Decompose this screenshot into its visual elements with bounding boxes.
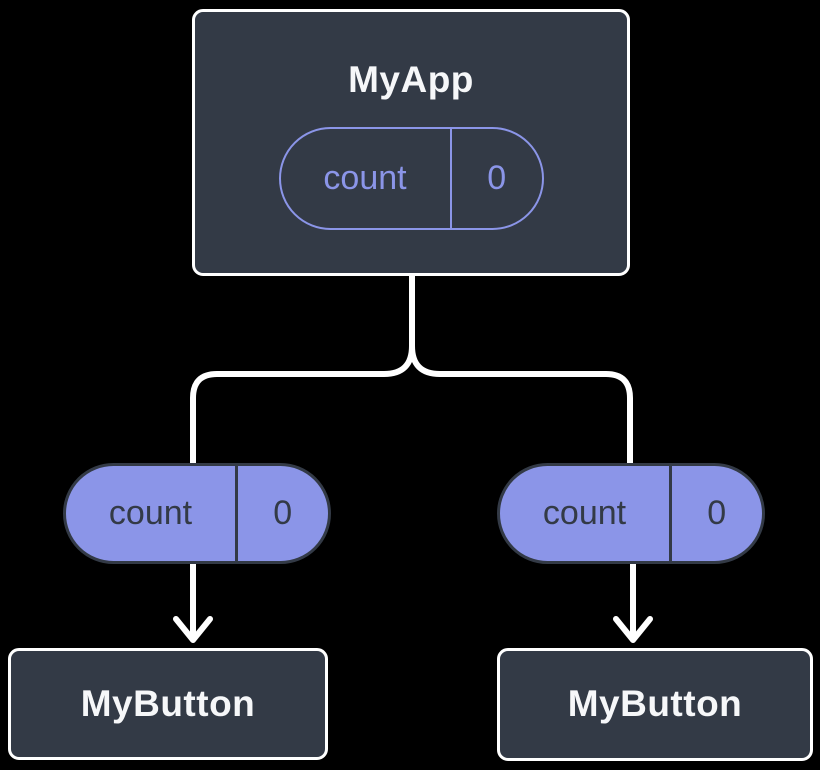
fork-wire-right (409, 273, 633, 466)
state-name-label: count (323, 158, 407, 197)
left-arrow-down-icon (173, 616, 213, 643)
pill-divider (669, 466, 672, 561)
component-title: MyApp (348, 59, 474, 100)
prop-name-label: count (108, 494, 193, 532)
right-prop-pill: count 0 (497, 463, 765, 564)
myapp-component-node: MyApp count 0 (192, 9, 630, 276)
right-mybutton-component-node: MyButton (497, 648, 813, 761)
left-prop-pill: count 0 (63, 463, 331, 564)
component-title: MyButton (80, 682, 256, 724)
right-arrow-down-icon (613, 616, 653, 643)
prop-name-label: count (542, 494, 627, 532)
state-value-label: 0 (487, 158, 507, 197)
left-mybutton-component-node: MyButton (8, 648, 328, 760)
state-pill: count 0 (278, 126, 544, 230)
pill-divider (449, 128, 452, 228)
prop-value-label: 0 (707, 494, 727, 532)
component-title: MyButton (567, 683, 743, 725)
fork-wire-left (190, 273, 415, 466)
prop-value-label: 0 (273, 494, 293, 532)
pill-divider (235, 466, 238, 561)
